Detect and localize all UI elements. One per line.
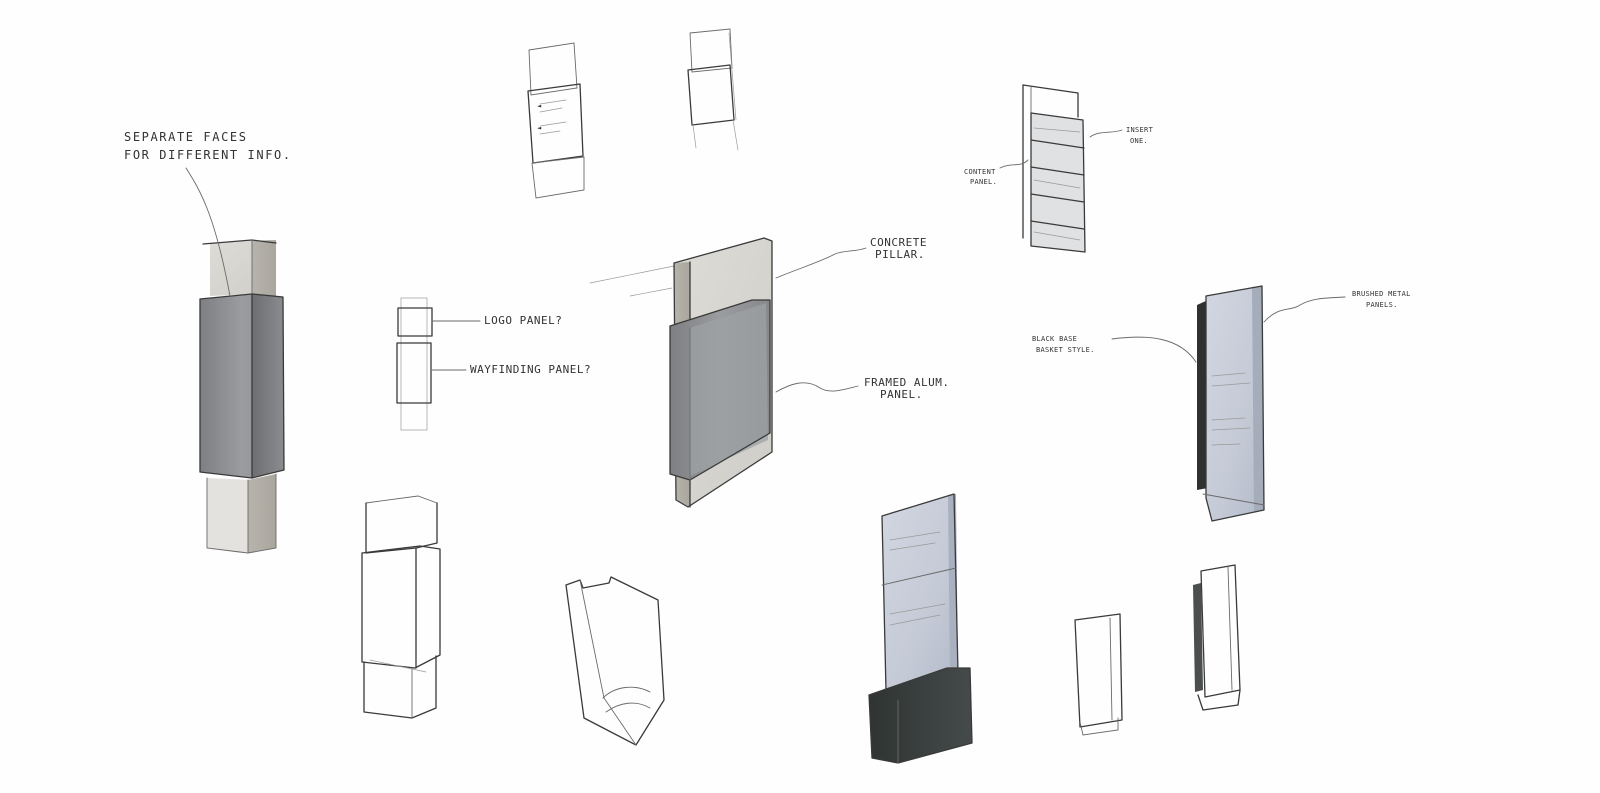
annotation-content-panel-line2: PANEL.: [970, 178, 997, 186]
annotation-brushed-metal-line1: BRUSHED METAL: [1352, 290, 1411, 298]
annotation-separate-faces: SEPARATE FACES FOR DIFFERENT INFO.: [124, 130, 292, 162]
metal-sign-dark-base-sketch: [868, 493, 973, 764]
stacked-box-sketch: [361, 495, 441, 719]
pillar-sketch-separate-faces: [185, 167, 285, 554]
annotation-content-panel-line1: CONTENT: [964, 168, 996, 176]
annotation-content-panel: CONTENT PANEL.: [964, 168, 997, 186]
annotation-framed-panel-line2: PANEL.: [880, 388, 923, 401]
annotation-concrete-pillar-line2: PILLAR.: [875, 248, 925, 261]
annotation-insert-one-line2: ONE.: [1130, 137, 1148, 145]
annotation-insert-one: INSERT ONE.: [1126, 126, 1154, 145]
slim-panel-sketch-b: [1193, 564, 1241, 711]
brushed-metal-sign-sketch: ◄ ►: [1111, 285, 1346, 522]
insert-panel-sketch: [999, 84, 1123, 253]
annotation-black-base-line1: BLACK BASE: [1032, 335, 1077, 343]
slim-panel-sketch-a: [1074, 613, 1123, 736]
annotation-concrete-pillar: CONCRETE PILLAR.: [870, 236, 927, 261]
annotation-separate-faces-line1: SEPARATE FACES: [124, 130, 248, 144]
annotation-concrete-pillar-line1: CONCRETE: [870, 236, 927, 249]
annotation-wayfinding-panel: WAYFINDING PANEL?: [470, 363, 591, 376]
annotation-framed-panel: FRAMED ALUM. PANEL.: [864, 376, 949, 401]
flared-panel-sketch: [565, 576, 665, 746]
panel-wireframe-sketch: [396, 297, 481, 431]
svg-text:◄: ◄: [1202, 376, 1207, 384]
annotation-black-base-line2: BASKET STYLE.: [1036, 346, 1095, 354]
annotation-black-base: BLACK BASE BASKET STYLE.: [1032, 335, 1095, 354]
annotation-insert-one-line1: INSERT: [1126, 126, 1154, 134]
svg-text:◄: ◄: [537, 102, 542, 110]
annotation-logo-panel: LOGO PANEL?: [484, 314, 562, 327]
annotation-brushed-metal-line2: PANELS.: [1366, 301, 1398, 309]
annotation-separate-faces-line2: FOR DIFFERENT INFO.: [124, 148, 292, 162]
annotation-framed-panel-line1: FRAMED ALUM.: [864, 376, 949, 389]
sign-sketch-top-a: ◄ ◄: [527, 42, 585, 199]
sign-sketch-top-b: [687, 28, 739, 151]
annotation-brushed-metal: BRUSHED METAL PANELS.: [1352, 290, 1411, 309]
svg-text:►: ►: [1202, 419, 1207, 427]
concrete-pillar-sketch: [589, 237, 867, 508]
svg-text:◄: ◄: [537, 124, 542, 132]
